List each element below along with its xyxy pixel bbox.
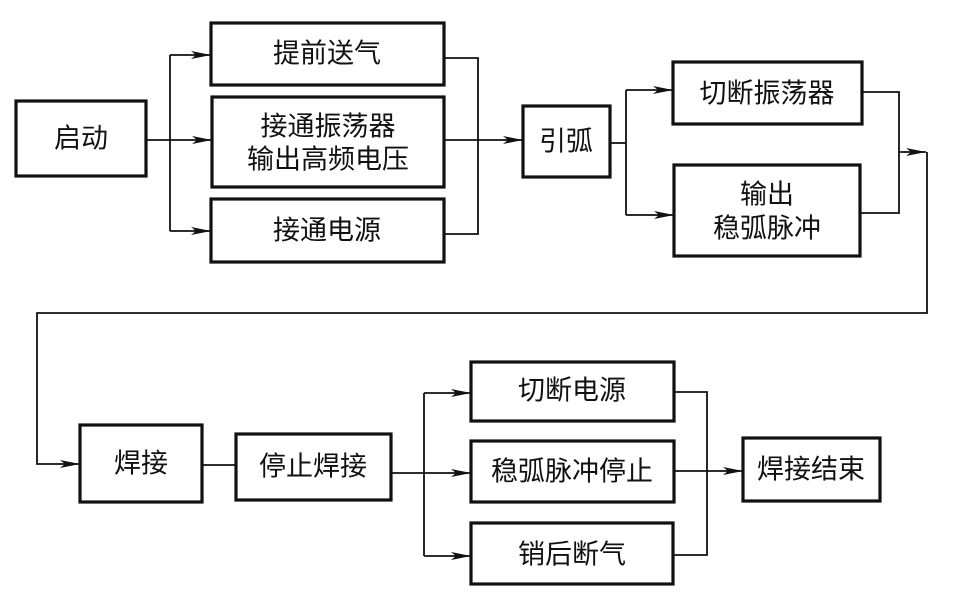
node-pulse-output: 输出 稳弧脉冲: [672, 163, 862, 258]
node-label: 焊接结束: [757, 455, 865, 486]
node-end: 焊接结束: [741, 436, 882, 503]
node-label-line-2: 输出高频电压: [247, 145, 409, 176]
node-label-line-2: 稳弧脉冲: [713, 214, 821, 245]
node-start: 启动: [14, 99, 148, 178]
node-power-off: 切断电源: [469, 360, 676, 423]
node-label: 引弧: [539, 127, 593, 158]
node-label-line-1: 接通振荡器: [261, 112, 396, 143]
node-power-on: 接通电源: [209, 197, 446, 264]
connector-loop-to-welding: [36, 152, 928, 468]
connector-pre-gas-out: [444, 57, 479, 235]
node-stop-welding: 停止焊接: [234, 432, 393, 502]
connectors: [36, 51, 928, 560]
node-label: 焊接: [114, 449, 168, 480]
node-label: 切断振荡器: [700, 79, 835, 110]
node-label: 停止焊接: [259, 452, 367, 483]
connector-oscillator-off-out: [860, 91, 900, 214]
node-post-gas-off: 销后断气: [469, 521, 675, 586]
node-label: 切断电源: [518, 376, 626, 407]
node-oscillator-on: 接通振荡器 输出高频电压: [210, 95, 446, 189]
node-label: 销后断气: [518, 540, 626, 571]
node-oscillator-off: 切断振荡器: [671, 60, 864, 126]
node-pulse-stop: 稳弧脉冲停止: [469, 439, 676, 504]
node-label: 启动: [54, 124, 108, 155]
node-label-line-1: 输出: [740, 180, 794, 211]
node-label: 接通电源: [273, 216, 381, 247]
node-welding: 焊接: [78, 423, 204, 504]
node-label: 稳弧脉冲停止: [491, 457, 653, 488]
connector-power-off-out: [673, 391, 708, 556]
node-pre-gas: 提前送气: [209, 21, 446, 87]
node-arc-start: 引弧: [521, 104, 612, 179]
node-label: 提前送气: [273, 39, 381, 70]
